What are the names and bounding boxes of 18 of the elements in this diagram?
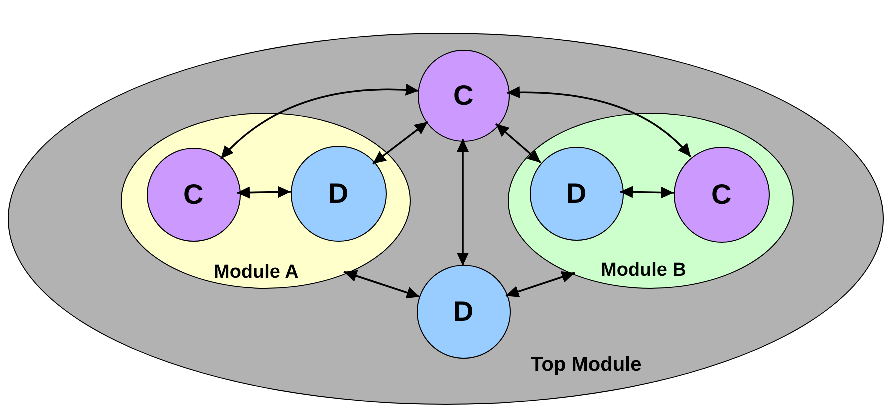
- module-label: Module A: [214, 262, 299, 284]
- node-label: D: [328, 178, 349, 210]
- node-label: C: [184, 178, 204, 210]
- node-label: D: [454, 296, 474, 328]
- arrow: [372, 121, 429, 165]
- module-label: Top Module: [531, 354, 642, 377]
- arrow: [457, 139, 469, 266]
- arrow: [506, 271, 576, 298]
- arrow: [220, 84, 420, 160]
- module-label: Module B: [601, 260, 686, 282]
- arrow: [236, 186, 292, 199]
- arrow: [344, 270, 420, 299]
- node-label: C: [712, 178, 732, 210]
- arrow: [495, 123, 542, 164]
- node-label: C: [454, 80, 474, 112]
- node-label: D: [566, 178, 587, 210]
- arrow: [620, 186, 674, 199]
- arrow: [506, 86, 692, 158]
